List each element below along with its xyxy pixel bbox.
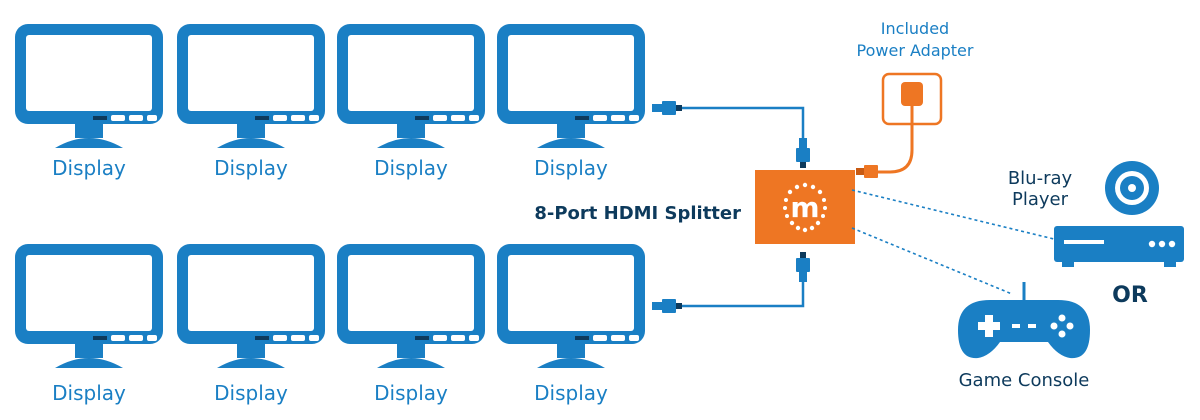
display-top-3: Display (337, 24, 485, 180)
game-console-label: Game Console (959, 370, 1090, 391)
monitor-icon (15, 24, 163, 148)
game-controller-icon (958, 282, 1090, 359)
display-bottom-4: Display (497, 244, 645, 405)
display-top-2: Display (177, 24, 325, 180)
power-adapter (856, 72, 943, 178)
monitor-icon (177, 244, 325, 368)
power-plug-icon (901, 82, 923, 106)
or-label: OR (1112, 283, 1148, 308)
display-label: Display (214, 381, 288, 405)
display-label: Display (214, 156, 288, 180)
monitor-icon (15, 244, 163, 368)
bluray-player-icon (1054, 226, 1184, 267)
monitor-icon (497, 24, 645, 148)
display-top-4: Display (497, 24, 645, 180)
splitter-logo-letter: m (790, 191, 819, 224)
monitor-icon (337, 244, 485, 368)
link-bluray (851, 189, 1059, 241)
display-bottom-2: Display (177, 244, 325, 405)
display-label: Display (374, 381, 448, 405)
hdmi-cable-top (652, 101, 810, 168)
monitor-icon (337, 24, 485, 148)
hdmi-connector-icon (652, 101, 682, 115)
power-adapter-label-line1: Included (881, 19, 949, 38)
hdmi-splitter: m (755, 170, 855, 244)
bluray-label-line1: Blu-ray (1008, 168, 1073, 189)
display-label: Display (374, 156, 448, 180)
display-bottom-3: Display (337, 244, 485, 405)
link-game-console (851, 227, 1013, 295)
bluray-label-line2: Player (1012, 189, 1069, 210)
display-label: Display (52, 156, 126, 180)
hdmi-connector-icon (796, 252, 810, 282)
hdmi-cable-bottom (652, 252, 810, 313)
monitor-icon (177, 24, 325, 148)
monitor-icon (497, 244, 645, 368)
splitter-label: 8-Port HDMI Splitter (534, 203, 741, 224)
display-bottom-1: Display (15, 244, 163, 405)
display-label: Display (534, 381, 608, 405)
disc-icon (1105, 161, 1159, 215)
hdmi-connector-icon (796, 138, 810, 168)
hdmi-connector-icon (652, 299, 682, 313)
power-adapter-label-line2: Power Adapter (857, 41, 974, 60)
bluray-player (1054, 161, 1184, 267)
display-label: Display (534, 156, 608, 180)
display-top-1: Display (15, 24, 163, 180)
display-label: Display (52, 381, 126, 405)
splitter-logo-icon: m (783, 182, 827, 233)
game-console (958, 282, 1090, 359)
